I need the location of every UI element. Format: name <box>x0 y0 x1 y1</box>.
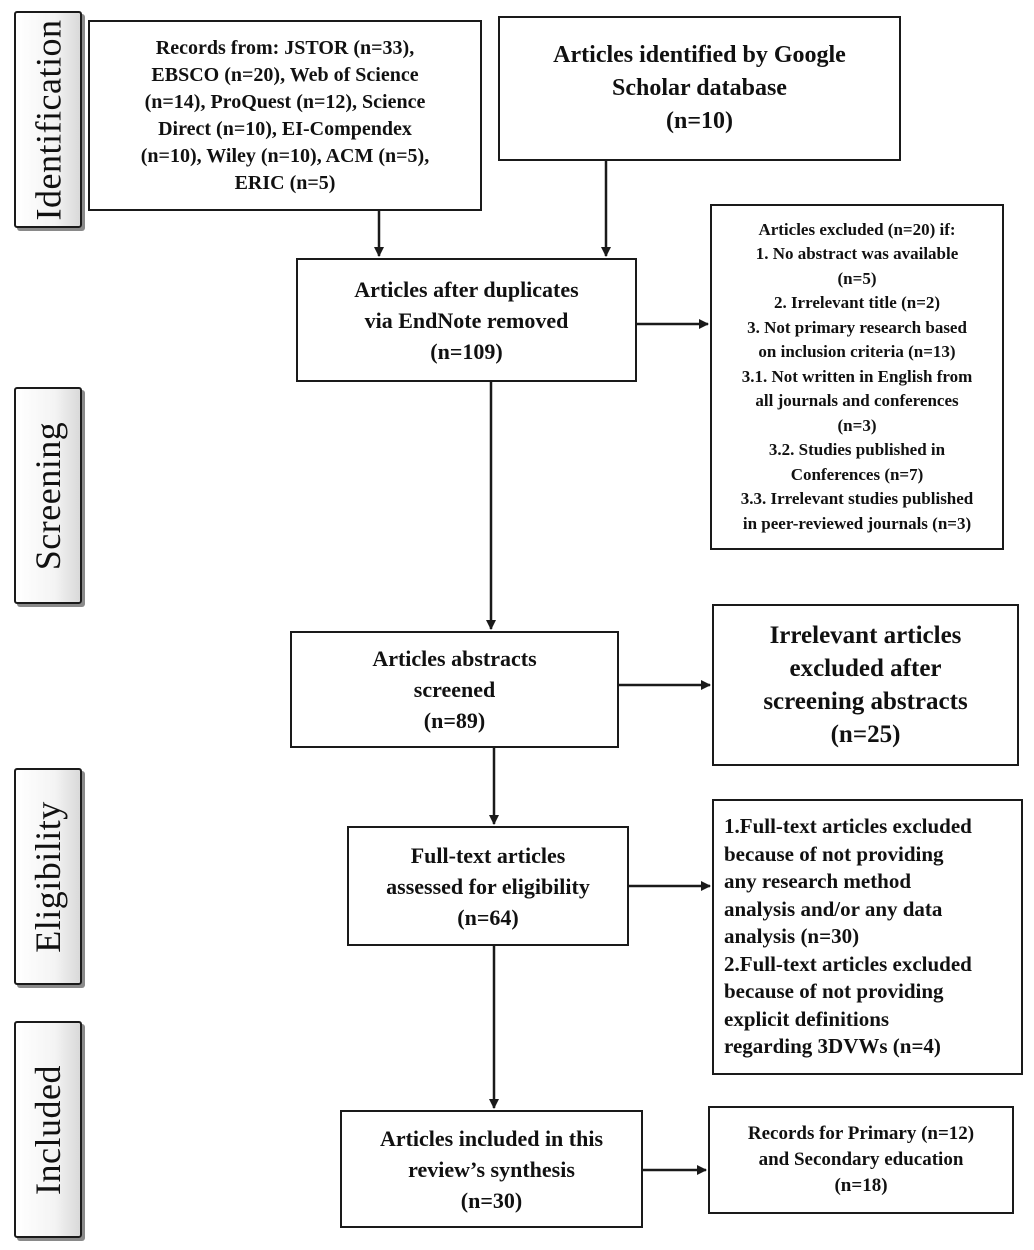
records-primary-secondary-box: Records for Primary (n=12) and Secondary… <box>708 1106 1014 1214</box>
excluded-20-line: in peer-reviewed journals (n=3) <box>742 513 972 533</box>
excluded-20-line: (n=3) <box>837 415 877 435</box>
excluded-20-line: Conferences (n=7) <box>790 464 924 484</box>
irrelevant-excluded-box: Irrelevant articles excluded after scree… <box>712 604 1019 766</box>
records-box: Records from: JSTOR (n=33), EBSCO (n=20)… <box>88 20 482 211</box>
abstracts-screened-line: (n=89) <box>423 708 486 733</box>
records-line: (n=10), Wiley (n=10), ACM (n=5), <box>140 144 430 167</box>
full-text-excluded-line: explicit definitions <box>724 1006 890 1031</box>
stage-eligibility: Eligibility <box>14 768 82 985</box>
google-scholar-line: Articles identified by Google <box>553 42 846 68</box>
excluded-20-line: 1. No abstract was available <box>755 244 959 264</box>
full-text-assessed-box: Full-text articles assessed for eligibil… <box>347 826 629 946</box>
irrelevant-excluded-line: (n=25) <box>830 721 901 748</box>
stage-screening: Screening <box>14 387 82 604</box>
full-text-assessed-line: Full-text articles <box>410 842 566 868</box>
full-text-excluded-line: analysis and/or any data <box>724 896 943 921</box>
excluded-20-line: on inclusion criteria (n=13) <box>758 342 956 362</box>
records-line: Direct (n=10), EI-Compendex <box>158 117 412 140</box>
full-text-excluded-line: any research method <box>724 869 912 894</box>
full-text-excluded-line: 2.Full-text articles excluded <box>724 951 972 976</box>
excluded-20-line: 3.3. Irrelevant studies published <box>740 489 974 509</box>
irrelevant-excluded-line: excluded after <box>789 655 942 682</box>
excluded-20-line: 3. Not primary research based <box>747 317 967 337</box>
excluded-20-line: Articles excluded (n=20) if: <box>758 219 956 239</box>
records-primary-secondary-line: Records for Primary (n=12) <box>747 1123 975 1144</box>
records-primary-secondary-line: (n=18) <box>834 1175 888 1196</box>
records-line: (n=14), ProQuest (n=12), Science <box>144 90 426 113</box>
excluded-20-line: (n=5) <box>837 268 877 288</box>
excluded-20-line: 3.1. Not written in English from <box>741 366 973 386</box>
included-synthesis-line: Articles included in this <box>379 1125 604 1151</box>
full-text-excluded-line: 1.Full-text articles excluded <box>724 814 972 839</box>
abstracts-screened-line: Articles abstracts <box>372 646 537 671</box>
full-text-excluded-box: 1.Full-text articles excluded because of… <box>712 799 1023 1075</box>
irrelevant-excluded-line: Irrelevant articles <box>769 622 962 649</box>
duplicates-removed-line: (n=109) <box>430 338 503 364</box>
included-synthesis-line: review’s synthesis <box>408 1156 575 1182</box>
full-text-excluded-line: because of not providing <box>724 841 944 866</box>
duplicates-removed-box: Articles after duplicates via EndNote re… <box>296 258 637 382</box>
included-synthesis-box: Articles included in this review’s synth… <box>340 1110 643 1228</box>
google-scholar-line: (n=10) <box>665 108 733 134</box>
google-scholar-line: Scholar database <box>612 75 787 101</box>
abstracts-screened-box: Articles abstracts screened (n=89) <box>290 631 619 748</box>
full-text-excluded-line: because of not providing <box>724 979 944 1004</box>
duplicates-removed-line: Articles after duplicates <box>354 276 579 302</box>
irrelevant-excluded-line: screening abstracts <box>763 688 968 715</box>
full-text-assessed-line: (n=64) <box>457 904 519 930</box>
abstracts-screened-line: screened <box>413 677 496 702</box>
excluded-20-line: 2. Irrelevant title (n=2) <box>773 293 941 313</box>
full-text-excluded-line: regarding 3DVWs (n=4) <box>724 1034 941 1059</box>
records-primary-secondary-line: and Secondary education <box>758 1149 964 1170</box>
stage-identification: Identification <box>14 11 82 228</box>
excluded-20-box: Articles excluded (n=20) if: 1. No abstr… <box>710 204 1004 550</box>
full-text-excluded-line: analysis (n=30) <box>724 924 860 949</box>
records-line: ERIC (n=5) <box>234 171 336 194</box>
stage-included: Included <box>14 1021 82 1238</box>
records-line: Records from: JSTOR (n=33), <box>155 36 415 59</box>
full-text-assessed-line: assessed for eligibility <box>386 873 590 899</box>
records-line: EBSCO (n=20), Web of Science <box>151 63 419 86</box>
excluded-20-line: all journals and conferences <box>755 391 959 411</box>
excluded-20-line: 3.2. Studies published in <box>768 440 946 460</box>
duplicates-removed-line: via EndNote removed <box>364 307 569 333</box>
google-scholar-box: Articles identified by Google Scholar da… <box>498 16 901 161</box>
included-synthesis-line: (n=30) <box>460 1187 523 1213</box>
